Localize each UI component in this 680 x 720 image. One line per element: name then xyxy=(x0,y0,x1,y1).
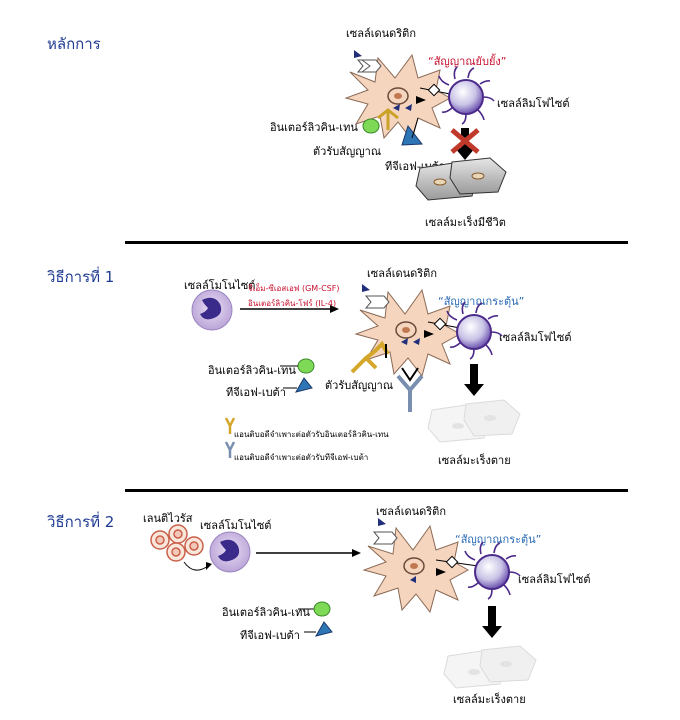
legend-antibody-tgf-icon xyxy=(224,441,236,458)
method2-il10-label: อินเตอร์ลิวคิน-เทน xyxy=(222,606,310,619)
method1-il4: อินเตอร์ลิวคิน-โฟร์ (IL-4) xyxy=(248,299,337,308)
method2-dendritic-label: เซลล์เดนดริติก xyxy=(376,505,446,518)
method2-cancer-cells xyxy=(443,645,537,689)
method2-lymphocyte-label: เซลล์ลิมโฟไซต์ xyxy=(518,573,591,586)
legend-antibody-il10-icon xyxy=(224,417,236,434)
method1-receptor-label: ตัวรับสัญญาณ xyxy=(325,379,394,392)
method1-monocyte xyxy=(191,289,233,331)
principle-receptor-label: ตัวรับสัญญาณ xyxy=(313,145,382,158)
method1-dendritic-label: เซลล์เดนดริติก xyxy=(367,267,437,280)
method1-lymphocyte xyxy=(446,301,503,360)
method1-tgf-triangle xyxy=(294,377,313,393)
principle-lymphocyte-label: เซลล์ลิมโฟไซต์ xyxy=(497,97,570,110)
method1-activate-signal: “สัญญาณกระตุ้น” xyxy=(438,295,525,308)
method2-lentivirus-label: เลนติไวรัส xyxy=(143,512,193,525)
method2-lentivirus xyxy=(150,524,204,562)
method1-antibody-il10-label: แอนติบอดีจำเพาะต่อตัวรับอินเตอร์ลิวคิน-เ… xyxy=(234,430,389,439)
method1-heading: วิธีการที่ 1 xyxy=(47,268,115,286)
principle-il10-ball xyxy=(362,118,380,134)
method2-heading: วิธีการที่ 2 xyxy=(47,513,115,531)
method2-tgf-label: ทีจีเอฟ-เบต้า xyxy=(240,629,300,642)
method1-cancer-cells xyxy=(427,399,521,443)
principle-lymphocyte xyxy=(438,66,495,125)
principle-cancer-cells xyxy=(415,157,507,201)
principle-cancer-label: เซลล์มะเร็งมีชีวิต xyxy=(425,216,506,229)
divider-2 xyxy=(125,489,628,492)
principle-dendritic-label: เซลล์เดนดริติก xyxy=(346,27,416,40)
method2-activate-signal: “สัญญาณกระตุ้น” xyxy=(455,533,542,546)
method1-antibody-tgf-label: แอนติบอดีจำเพาะต่อตัวรับทีจีเอฟ-เบต้า xyxy=(234,453,369,462)
method1-cancer-label: เซลล์มะเร็งตาย xyxy=(438,454,511,467)
method1-lymphocyte-label: เซลล์ลิมโฟไซต์ xyxy=(499,331,572,344)
method2-infect-arrow xyxy=(183,561,209,571)
method2-il10-ball xyxy=(313,601,331,617)
principle-il10-label: อินเตอร์ลิวคิน-เทน xyxy=(270,121,358,134)
principle-diagram xyxy=(344,50,507,201)
method1-diagram xyxy=(191,284,521,458)
principle-tgf-mark xyxy=(354,50,362,58)
method1-antibody-tgf xyxy=(396,374,424,412)
principle-inhibit-signal: “สัญญาณยับยั้ง” xyxy=(428,55,507,68)
method1-gmcsf: จีเอ็ม-ซีเอสเอฟ (GM-CSF) xyxy=(248,284,340,293)
method1-tgf-label: ทีจีเอฟ-เบต้า xyxy=(226,386,286,399)
principle-heading: หลักการ xyxy=(47,35,101,53)
method2-monocyte-label: เซลล์โมโนไซต์ xyxy=(200,519,272,532)
method2-cancer-label: เซลล์มะเร็งตาย xyxy=(453,693,526,706)
method1-monocyte-label: เซลล์โมโนไซต์ xyxy=(184,279,256,292)
method1-il10-label: อินเตอร์ลิวคิน-เทน xyxy=(208,364,296,377)
principle-block-cross xyxy=(450,128,480,154)
divider-1 xyxy=(125,241,628,244)
method2-tgf-triangle xyxy=(314,621,333,637)
principle-tgf-triangle xyxy=(401,124,423,146)
principle-receptor xyxy=(377,108,399,130)
method2-monocyte xyxy=(209,531,251,573)
method2-lymphocyte xyxy=(464,541,521,600)
